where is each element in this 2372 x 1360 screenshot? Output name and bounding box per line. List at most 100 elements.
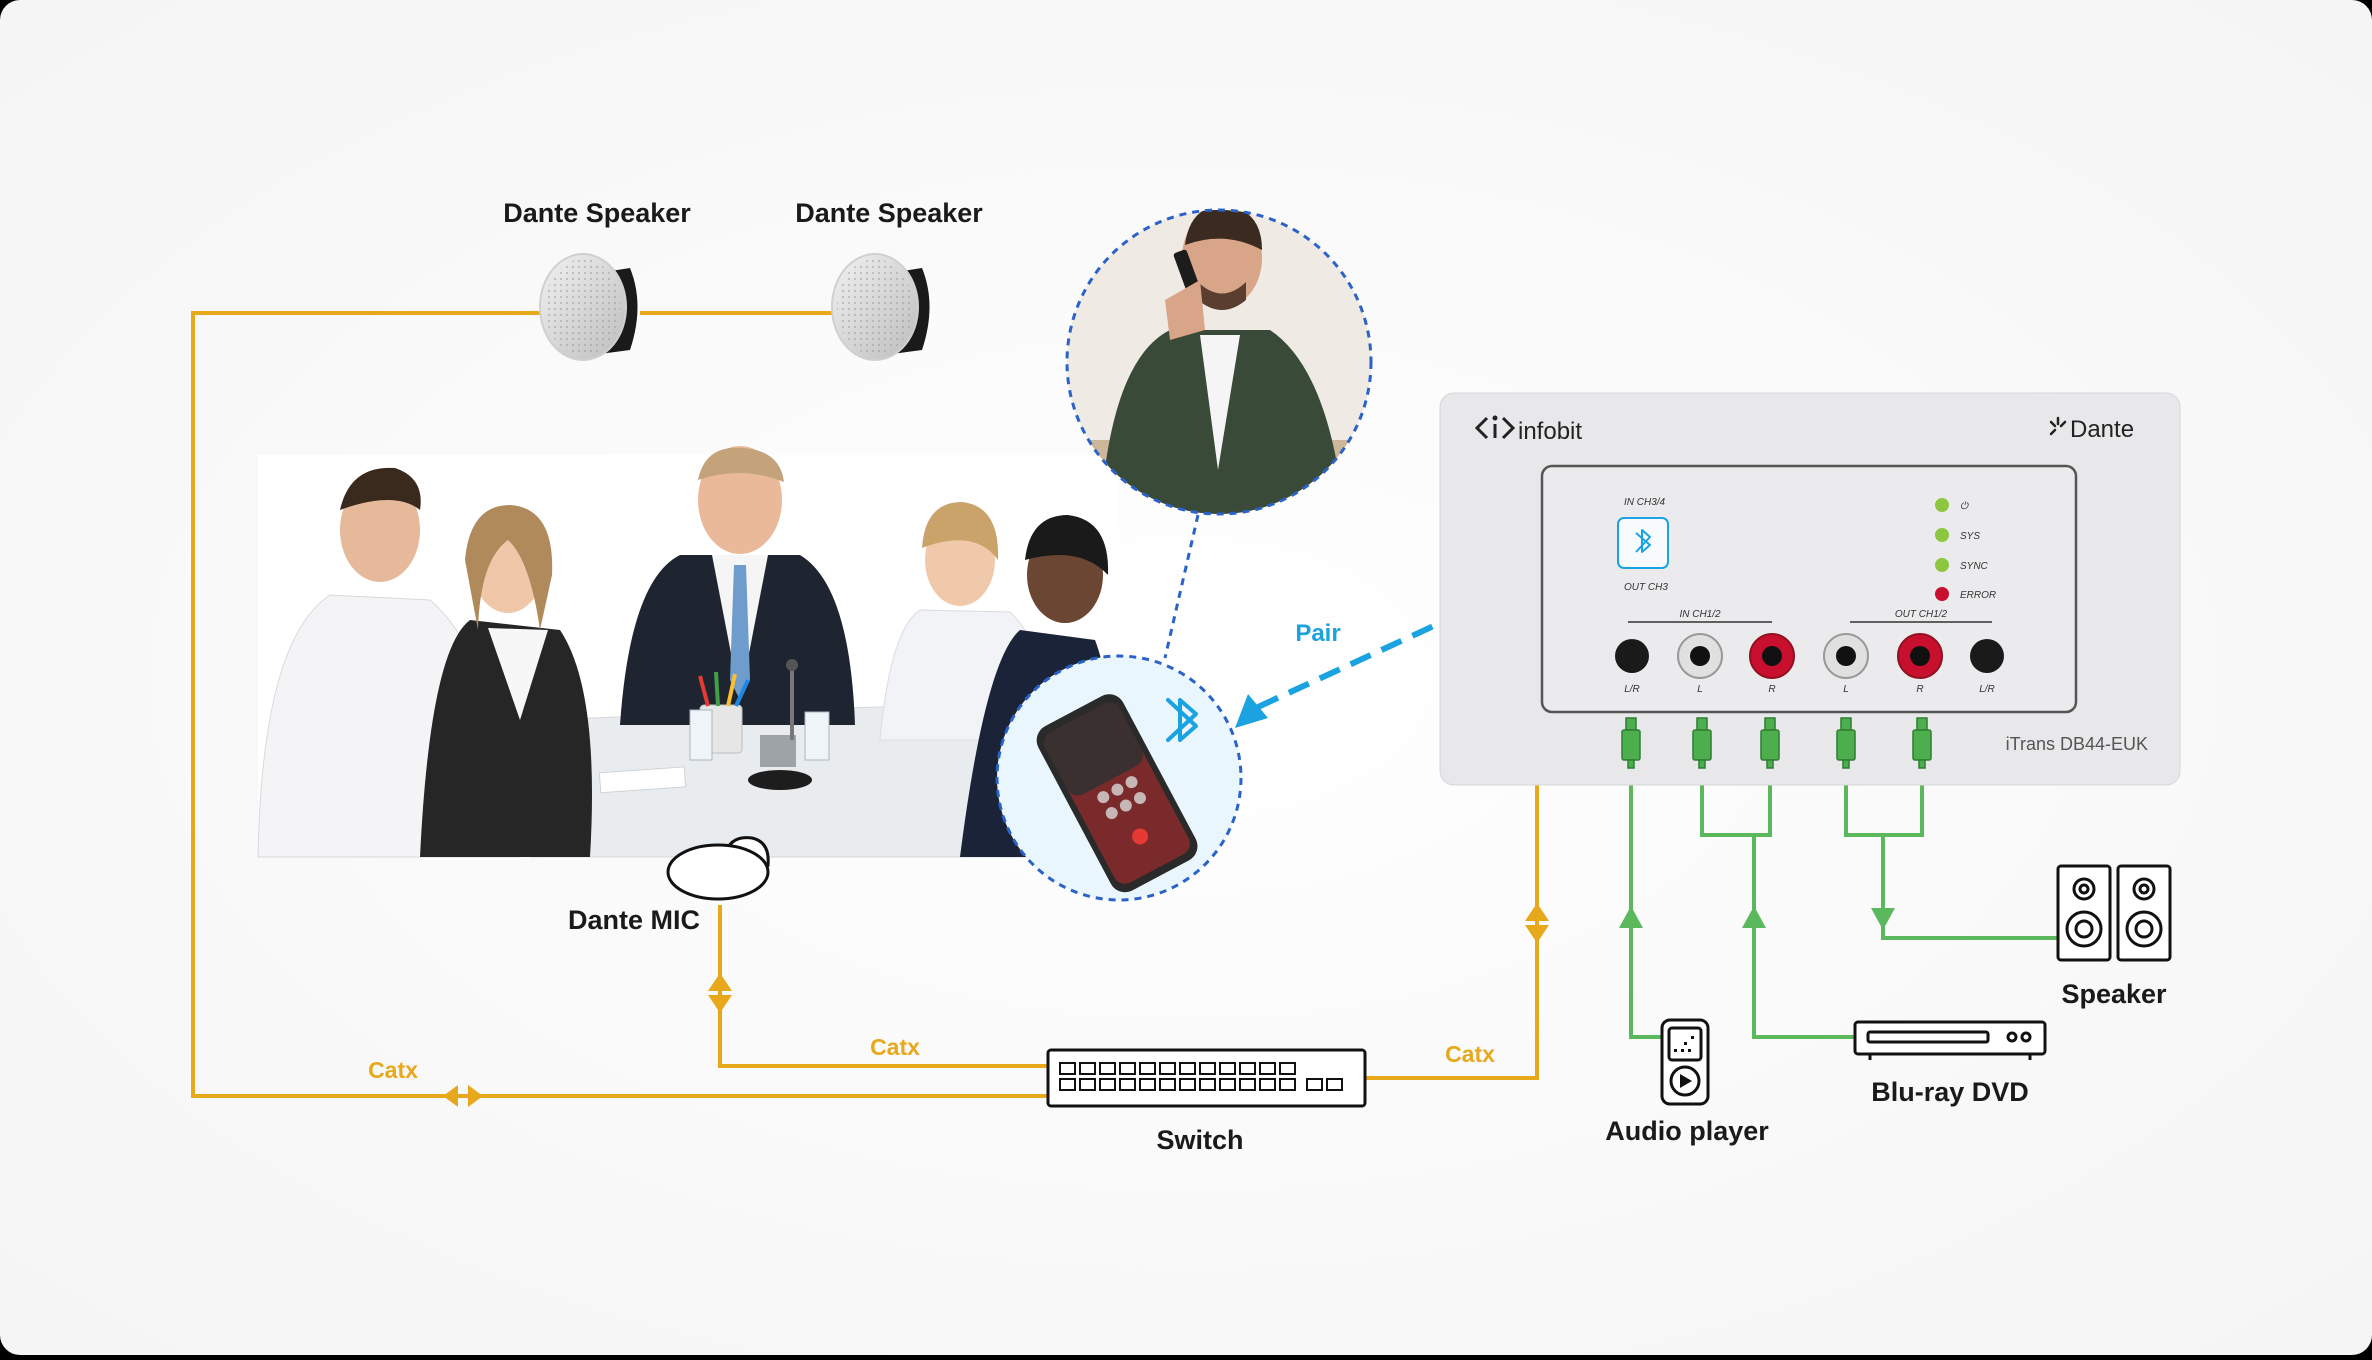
switch-port (1239, 1078, 1256, 1091)
dante-logo-icon (2049, 416, 2067, 436)
bluetooth-phone (995, 654, 1243, 902)
device-brand-right: Dante (2070, 416, 2134, 443)
plug-4 (1836, 717, 1856, 769)
switch-port (1059, 1062, 1076, 1075)
jack-labels: L/R L R L R L/R (1624, 684, 1995, 695)
analog-links (1629, 765, 2058, 1039)
device-inner-panel (1540, 464, 2078, 714)
itrans-device: infobit Dante IN CH3/4 OUT CH3 ⏻ SYS SYN… (1439, 392, 2181, 786)
switch-port (1139, 1078, 1156, 1091)
bluray-button-2 (2020, 1031, 2032, 1043)
bluetooth-icon (1166, 698, 1198, 742)
analog-arrow-speaker (1871, 908, 1895, 930)
plug-5 (1912, 717, 1932, 769)
infobit-logo-dot (1492, 415, 1498, 421)
led-error (1935, 587, 1949, 601)
jack-in-r-core (1762, 646, 1782, 666)
label-catx-left: Catx (368, 1057, 418, 1083)
jack-in-lr (1615, 639, 1649, 673)
in-group-label: IN CH1/2 (1679, 609, 1721, 620)
switch-port (1179, 1078, 1196, 1091)
catx-arrow-left (443, 1085, 483, 1107)
mic-base (666, 843, 770, 901)
jack-out-r-core (1910, 646, 1930, 666)
label-speaker-right: Dante Speaker (795, 198, 983, 228)
label-audio-player: Audio player (1605, 1116, 1769, 1146)
label-dante-mic: Dante MIC (568, 905, 700, 935)
bluray-tray (1866, 1030, 1990, 1044)
out-group-label: OUT CH1/2 (1895, 609, 1948, 620)
analog-plugs (1621, 717, 1932, 769)
led-power (1935, 498, 1949, 512)
bt-module-icon (1635, 529, 1651, 553)
device-model: iTrans DB44-EUK (2006, 734, 2148, 754)
switch-port (1079, 1078, 1096, 1091)
conference-puck (748, 770, 812, 790)
switch-port (1099, 1062, 1116, 1075)
jack-label-2: L (1697, 684, 1703, 695)
switch-port (1219, 1078, 1236, 1091)
dante-speaker-right (831, 253, 930, 361)
switch-port (1079, 1062, 1096, 1075)
switch-port (1179, 1062, 1196, 1075)
analog-line-bluray (1752, 835, 1855, 1039)
play-icon (1680, 1074, 1692, 1088)
analog-line-in-lr (1700, 765, 1772, 837)
switch-uplink-port (1306, 1078, 1323, 1091)
person-2 (420, 505, 592, 857)
analog-arrow-bluray (1742, 906, 1766, 928)
catx-links (191, 311, 1539, 1098)
caller-circle-border (1065, 208, 1373, 516)
label-switch: Switch (1156, 1125, 1243, 1155)
analog-arrows (1619, 906, 1895, 930)
switch-port (1259, 1062, 1276, 1075)
jack-label-3: R (1768, 684, 1775, 695)
jack-label-1: L/R (1624, 684, 1640, 695)
jack-in-l-core (1690, 646, 1710, 666)
label-speaker-left: Dante Speaker (503, 198, 691, 228)
jack-out-lr (1970, 639, 2004, 673)
caller-dashed-connector (1163, 514, 1200, 659)
switch-port (1119, 1062, 1136, 1075)
audio-player-icon (1660, 1018, 1710, 1106)
person-3 (620, 446, 855, 725)
jack-label-5: R (1916, 684, 1923, 695)
speaker-grill-dots (545, 259, 621, 355)
switch-uplink-port (1279, 1078, 1296, 1091)
glass-1 (689, 709, 713, 761)
switch-port (1139, 1062, 1156, 1075)
switch-port (1259, 1078, 1276, 1091)
speaker-pair-icon (2056, 864, 2172, 962)
analog-line-speaker (1881, 835, 2058, 940)
switch-port (1059, 1078, 1076, 1091)
audio-player-dots (1674, 1036, 1694, 1052)
catx-line-mic (718, 905, 1050, 1068)
led-sys (1935, 528, 1949, 542)
jack-out-l-core (1836, 646, 1856, 666)
analog-line-audio-player (1629, 765, 1662, 1039)
device-brand: infobit (1518, 418, 1582, 445)
switch-port (1219, 1062, 1236, 1075)
holder (760, 735, 796, 767)
status-leds: ⏻ SYS SYNC ERROR (1935, 498, 1996, 601)
pencils (698, 671, 750, 707)
plug-3 (1760, 717, 1780, 769)
switch-port (1099, 1078, 1116, 1091)
led-label-power: ⏻ (1960, 501, 1969, 512)
catx-arrow-mic (708, 973, 732, 1013)
speaker-grill-dots (837, 259, 913, 355)
bt-out-label: OUT CH3 (1624, 582, 1668, 593)
switch-uplink-port (1279, 1062, 1296, 1075)
label-bluray: Blu-ray DVD (1871, 1077, 2029, 1107)
switch-port (1199, 1062, 1216, 1075)
plug-1 (1621, 717, 1641, 769)
dante-speaker-left (539, 253, 638, 361)
bluray-button-1 (2006, 1031, 2018, 1043)
catx-arrow-device (1525, 903, 1549, 943)
infobit-logo-icon (1474, 416, 1516, 440)
meeting-photo (257, 446, 1118, 858)
led-label-sync: SYNC (1960, 561, 1989, 572)
label-catx-right: Catx (1445, 1041, 1495, 1067)
switch-port (1239, 1062, 1256, 1075)
